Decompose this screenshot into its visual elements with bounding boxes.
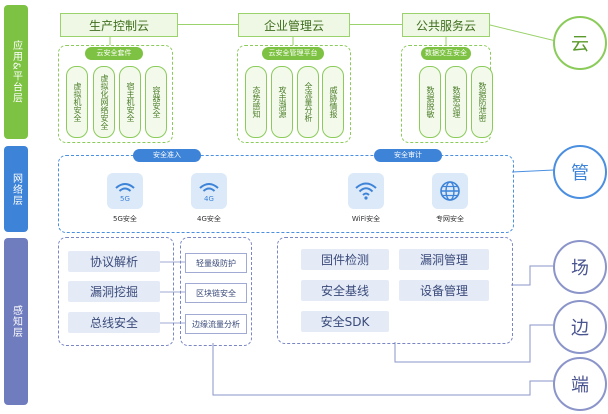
- svg-text:5G: 5G: [120, 195, 130, 203]
- perception-device-item: 固件检测: [301, 249, 389, 270]
- svg-text:4G: 4G: [204, 195, 214, 203]
- group-item: 虚拟机安全: [66, 66, 88, 138]
- app-group-cloud-mgmt: [237, 45, 351, 143]
- perception-right-box: [277, 237, 513, 344]
- network-label: 专网安全: [436, 215, 464, 223]
- cloud-connector: [176, 24, 238, 25]
- network-tag-access: 安全准入: [133, 149, 201, 162]
- app-group-cloud-suite: [58, 45, 173, 143]
- 4g-icon: 4G: [191, 173, 227, 209]
- perception-device-item: 安全SDK: [301, 311, 389, 332]
- perception-left-box: [58, 237, 174, 346]
- perception-device-item: 漏洞管理: [399, 249, 489, 270]
- perception-device-item: 安全基线: [301, 280, 389, 301]
- cloud-production: 生产控制云: [60, 13, 178, 37]
- cloud-connector: [348, 24, 402, 25]
- circle-terminal: 端: [553, 357, 607, 411]
- group-item: 攻击溯源: [271, 66, 293, 138]
- 5g-icon: 5G: [107, 173, 143, 209]
- circle-edge: 边: [553, 300, 607, 354]
- perception-mid-box: [180, 237, 252, 346]
- cloud-enterprise: 企业管理云: [238, 13, 350, 37]
- network-label: WiFi安全: [351, 215, 381, 223]
- perception-item: 总线安全: [68, 312, 160, 333]
- circle-pipe: 管: [553, 145, 607, 199]
- group-item: 态势感知: [245, 66, 267, 138]
- perception-edge-item: 轻量级防护: [185, 253, 247, 273]
- group-item: 宿主机安全: [119, 66, 141, 138]
- group-item: 虚拟化网络安全: [93, 66, 115, 138]
- group-item: 数据防泄密: [471, 66, 493, 138]
- perception-edge-item: 边缘流量分析: [185, 314, 247, 334]
- group-item: 数据治理: [445, 66, 467, 138]
- group-title: 数据交互安全: [421, 47, 471, 60]
- group-item: 全流量分析: [297, 66, 319, 138]
- network-layer-label: 网络层: [4, 146, 28, 232]
- perception-layer-label: 感知层: [4, 238, 28, 405]
- network-box: [58, 155, 514, 233]
- perception-item: 协议解析: [68, 251, 160, 272]
- group-title: 云安全管理平台: [262, 47, 324, 60]
- group-item: 数据脱敏: [419, 66, 441, 138]
- group-item: 威胁情报: [322, 66, 344, 138]
- circle-field: 场: [553, 240, 607, 294]
- cloud-public: 公共服务云: [402, 13, 490, 37]
- group-item: 容器安全: [145, 66, 167, 138]
- wifi-icon: [348, 173, 384, 209]
- globe-icon: [432, 173, 468, 209]
- perception-item: 漏洞挖掘: [68, 281, 160, 302]
- app-layer-label: 应用&平台层: [4, 5, 28, 139]
- perception-device-item: 设备管理: [399, 280, 489, 301]
- group-title: 云安全套件: [85, 47, 143, 60]
- network-tag-audit: 安全审计: [374, 149, 442, 162]
- circle-cloud: 云: [553, 16, 607, 70]
- perception-edge-item: 区块链安全: [185, 283, 247, 303]
- network-label: 4G安全: [197, 215, 221, 223]
- network-label: 5G安全: [113, 215, 137, 223]
